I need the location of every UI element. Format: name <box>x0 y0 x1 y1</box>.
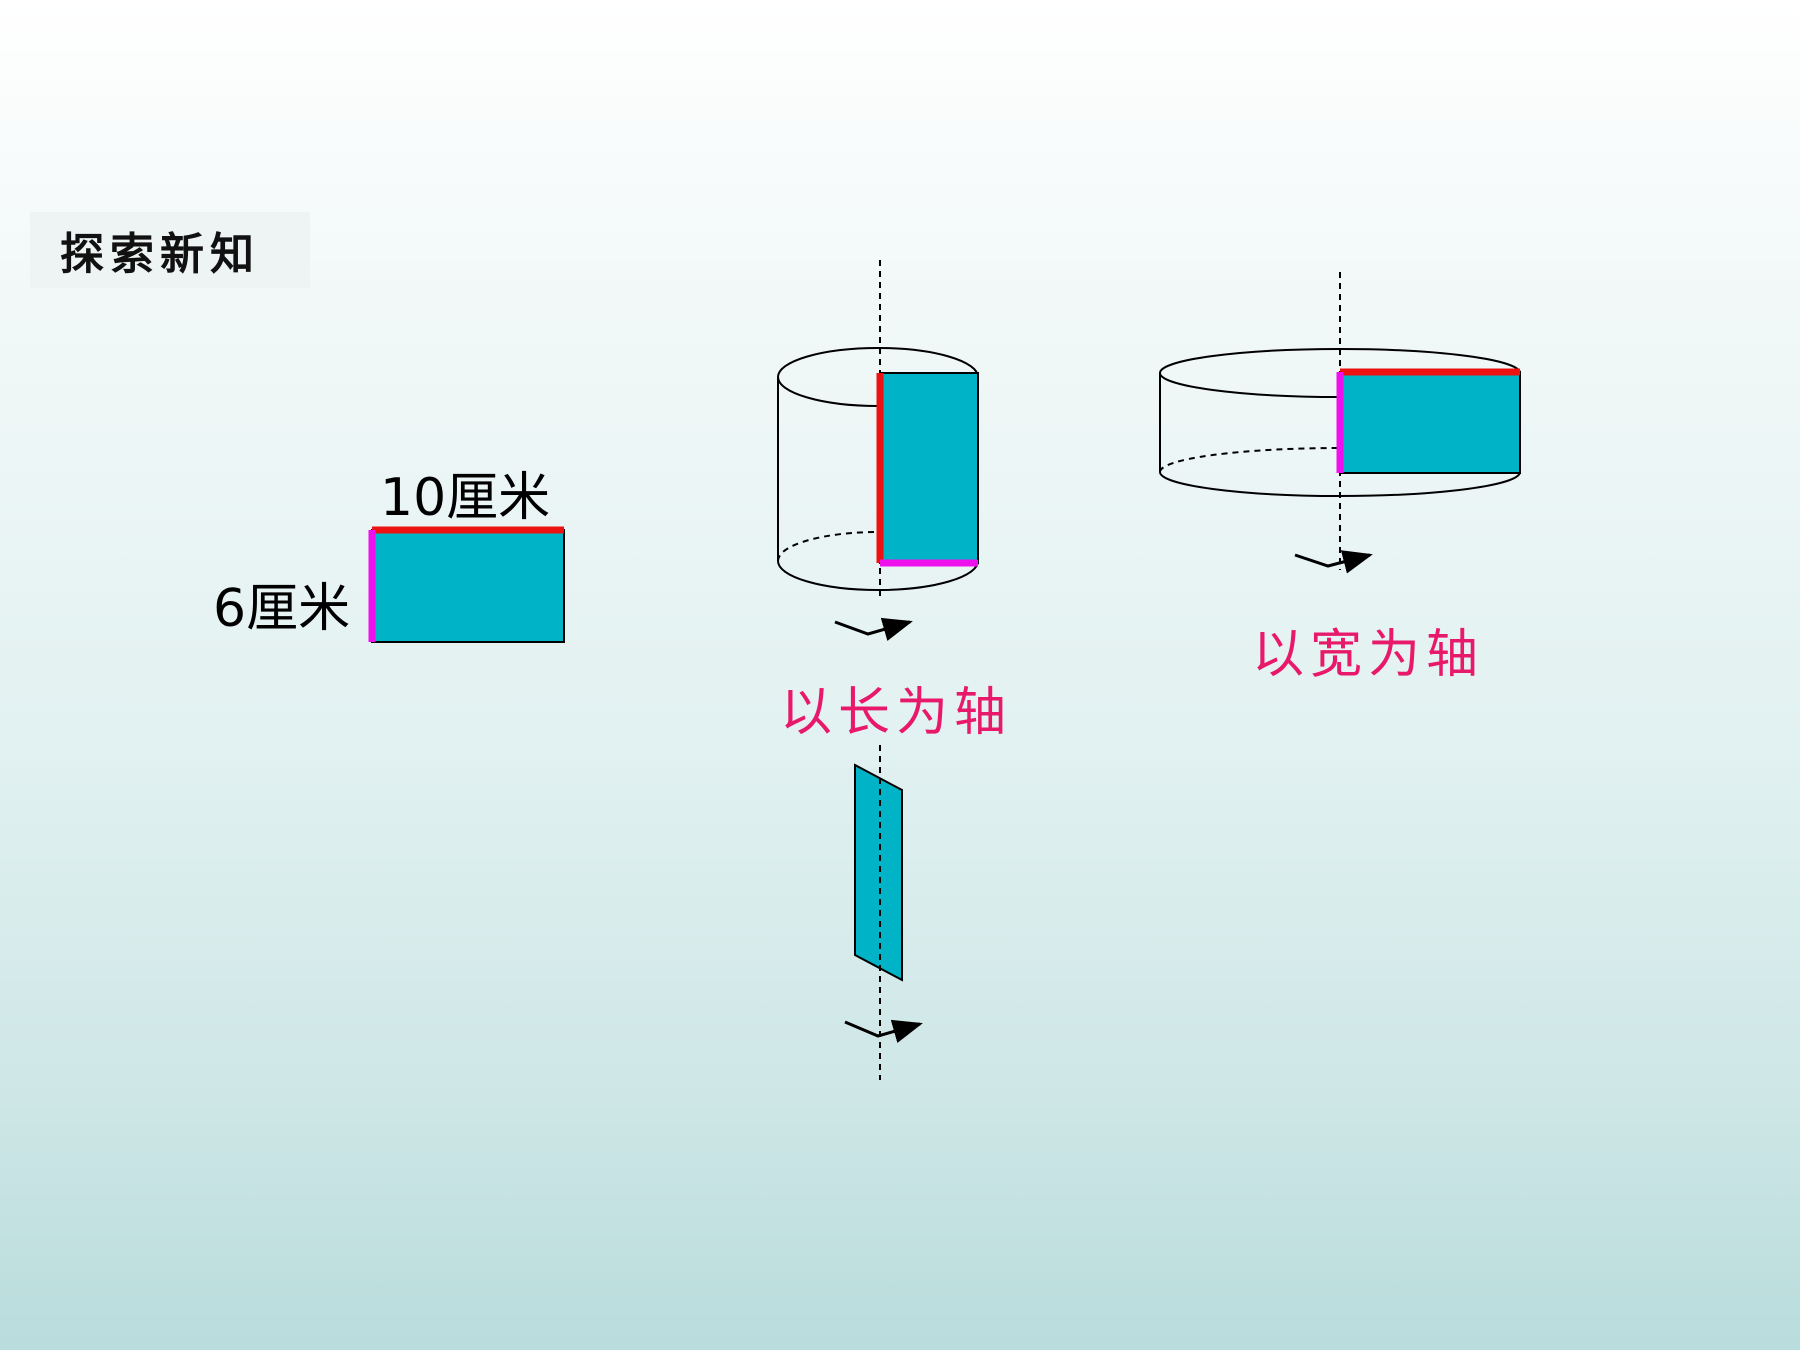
rotation-arrow-icon <box>1294 550 1373 574</box>
width-label: 6厘米 <box>213 579 351 639</box>
cylinder-2-bottom-front <box>1159 471 1521 497</box>
cylinder-length-axis <box>777 260 979 641</box>
section-tag: 探索新知 <box>30 212 310 288</box>
axis-label-length: 以长为轴 <box>780 683 1013 743</box>
length-label: 10厘米 <box>380 468 551 528</box>
section-tag-label: 探索新知 <box>60 229 260 280</box>
axis-label-width: 以宽为轴 <box>1252 625 1485 685</box>
cylinder-2-section <box>1339 371 1521 474</box>
rotating-rectangle-face <box>854 763 903 982</box>
cylinder-width-axis <box>1159 272 1521 574</box>
source-rectangle <box>368 526 565 643</box>
cylinder-1-section <box>879 372 979 564</box>
rectangle-face <box>371 529 565 643</box>
rotation-arrow-icon <box>834 617 913 641</box>
rotation-arrow-icon <box>844 1019 923 1043</box>
rotating-rectangle <box>844 745 923 1080</box>
cylinder-1-bottom-front <box>777 560 979 591</box>
